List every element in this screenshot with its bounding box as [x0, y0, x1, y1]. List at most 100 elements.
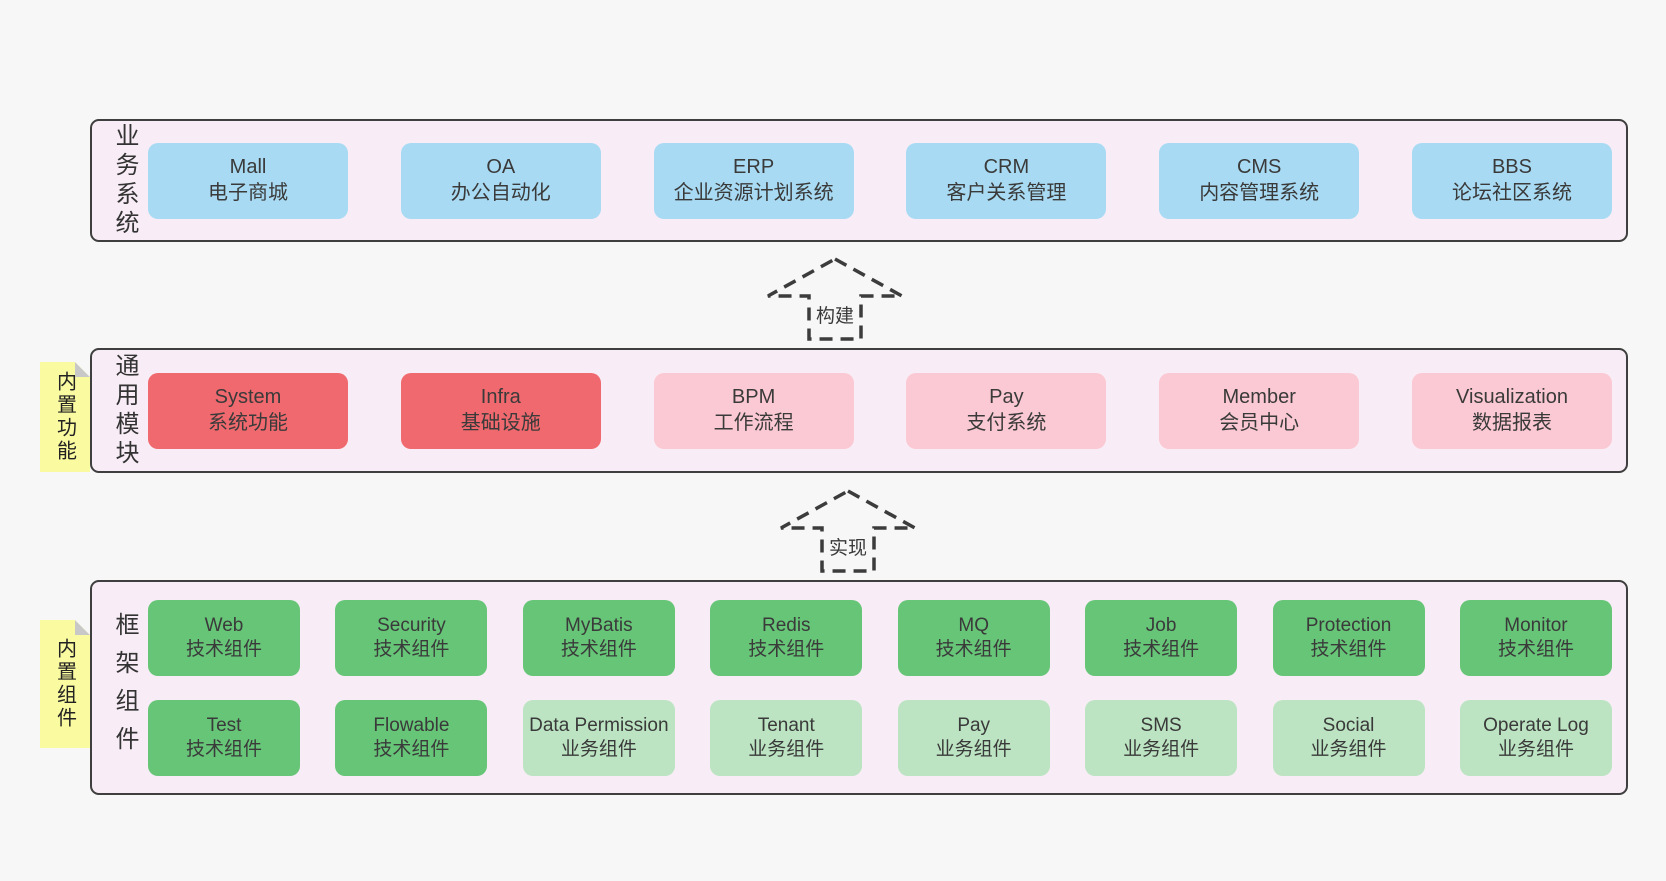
box-title: MyBatis — [565, 614, 633, 636]
box-title: Visualization — [1456, 385, 1568, 408]
box-subtitle: 电子商城 — [208, 181, 288, 204]
sticky-note-text: 内置组件 — [53, 638, 76, 730]
box-subtitle: 技术组件 — [560, 638, 637, 660]
box-title: Operate Log — [1483, 714, 1589, 736]
box-subtitle: 企业资源计划系统 — [673, 181, 834, 204]
box-title: Data Permission — [529, 714, 669, 736]
box-subtitle: 业务组件 — [1497, 738, 1574, 760]
box-subtitle: 业务组件 — [935, 738, 1012, 760]
box-subtitle: 技术组件 — [1310, 638, 1387, 660]
box-title: Security — [377, 614, 446, 636]
box-subtitle: 技术组件 — [1497, 638, 1574, 660]
box-title: OA — [486, 155, 516, 178]
build-arrow: 构建 — [765, 256, 905, 342]
box-title: Protection — [1305, 614, 1392, 636]
box-title: Flowable — [373, 714, 450, 736]
box-title: Mall — [229, 155, 267, 178]
box-title: Infra — [480, 385, 521, 408]
box-title: Pay — [989, 385, 1024, 408]
box-bpm: BPM 工作流程 — [653, 372, 854, 449]
box-subtitle: 办公自动化 — [450, 181, 551, 204]
box-visualization: Visualization 数据报表 — [1411, 372, 1612, 449]
box-subtitle: 工作流程 — [713, 411, 794, 434]
box-title: Test — [206, 714, 242, 736]
layer-label-common-modules: 通用模块 — [111, 352, 138, 469]
box-title: Redis — [761, 614, 811, 636]
sticky-fold-icon — [75, 620, 90, 635]
layer-label-business-systems: 业务系统 — [111, 122, 138, 239]
box-subtitle: 技术组件 — [748, 638, 825, 660]
box-pay: Pay 支付系统 — [906, 372, 1107, 449]
box-mall: Mall 电子商城 — [148, 142, 348, 219]
sticky-note-text: 内置功能 — [53, 371, 76, 463]
sticky-note-builtin-components: 内置组件 — [40, 620, 90, 748]
box-subtitle: 支付系统 — [966, 411, 1047, 434]
box-title: System — [214, 385, 282, 408]
box-subtitle: 数据报表 — [1471, 411, 1552, 434]
implement-arrow: 实现 — [778, 488, 918, 574]
box-subtitle: 技术组件 — [185, 638, 262, 660]
box-infra: Infra 基础设施 — [400, 372, 601, 449]
box-subtitle: 论坛社区系统 — [1451, 181, 1572, 204]
box-subtitle: 技术组件 — [373, 638, 450, 660]
layer-business-systems: 业务系统 Mall 电子商城 OA 办公自动化 ERP 企业资源计划系统 CRM 客户关系管理… — [90, 119, 1628, 242]
box-subtitle: 基础设施 — [460, 411, 541, 434]
build-arrow-label: 构建 — [811, 300, 859, 329]
box-subtitle: 客户关系管理 — [946, 181, 1067, 204]
dashed-up-arrow-icon — [767, 257, 903, 341]
box-title: Pay — [957, 714, 991, 736]
box-title: Job — [1145, 614, 1177, 636]
box-subtitle: 业务组件 — [560, 738, 637, 760]
box-subtitle: 技术组件 — [935, 638, 1012, 660]
implement-arrow-label: 实现 — [824, 532, 872, 561]
box-subtitle: 业务组件 — [1123, 738, 1200, 760]
box-title: CRM — [983, 155, 1030, 178]
box-title: BPM — [731, 385, 776, 408]
box-title: SMS — [1140, 714, 1182, 736]
box-subtitle: 内容管理系统 — [1199, 181, 1320, 204]
box-title: Web — [204, 614, 244, 636]
box-crm: CRM 客户关系管理 — [906, 142, 1107, 219]
box-title: ERP — [733, 155, 775, 178]
box-erp: ERP 企业资源计划系统 — [653, 142, 854, 219]
box-subtitle: 技术组件 — [1123, 638, 1200, 660]
sticky-note-builtin-features: 内置功能 — [40, 362, 90, 472]
box-title: Social — [1322, 714, 1375, 736]
box-title: Monitor — [1504, 614, 1568, 636]
box-title: Tenant — [757, 714, 815, 736]
dashed-up-arrow-icon — [780, 489, 916, 573]
box-subtitle: 技术组件 — [373, 738, 450, 760]
sticky-fold-icon — [75, 362, 90, 377]
layer-label-framework-components: 框架组件 — [111, 611, 138, 764]
box-subtitle: 技术组件 — [185, 738, 262, 760]
box-subtitle: 会员中心 — [1219, 411, 1300, 434]
